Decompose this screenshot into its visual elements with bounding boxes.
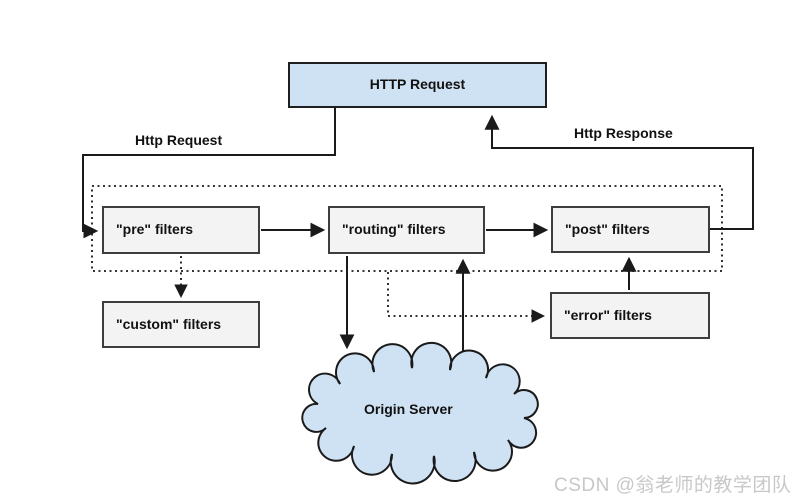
edge-http-request-path	[82, 108, 336, 239]
node-error-filters-label: "error" filters	[564, 306, 652, 323]
edge-label-http-response: Http Response	[574, 125, 673, 141]
node-custom-filters: "custom" filters	[102, 301, 260, 348]
node-pre-filters: "pre" filters	[102, 206, 260, 254]
node-error-filters: "error" filters	[550, 292, 710, 339]
node-routing-filters: "routing" filters	[328, 206, 485, 254]
edge-http-response-path	[484, 114, 754, 230]
node-pre-filters-label: "pre" filters	[116, 221, 194, 238]
node-post-filters-label: "post" filters	[565, 220, 650, 237]
node-http-request: HTTP Request	[288, 62, 547, 108]
origin-server-cloud	[301, 341, 539, 485]
node-http-request-label: HTTP Request	[369, 76, 466, 93]
edge-label-http-request: Http Request	[135, 132, 223, 148]
edge-to-error-dotted	[387, 272, 546, 323]
origin-server-label: Origin Server	[364, 401, 453, 417]
node-post-filters: "post" filters	[551, 206, 710, 253]
csdn-watermark: CSDN @翁老师的教学团队	[554, 475, 792, 496]
node-custom-filters-label: "custom" filters	[116, 315, 222, 332]
node-routing-filters-label: "routing" filters	[342, 221, 446, 238]
